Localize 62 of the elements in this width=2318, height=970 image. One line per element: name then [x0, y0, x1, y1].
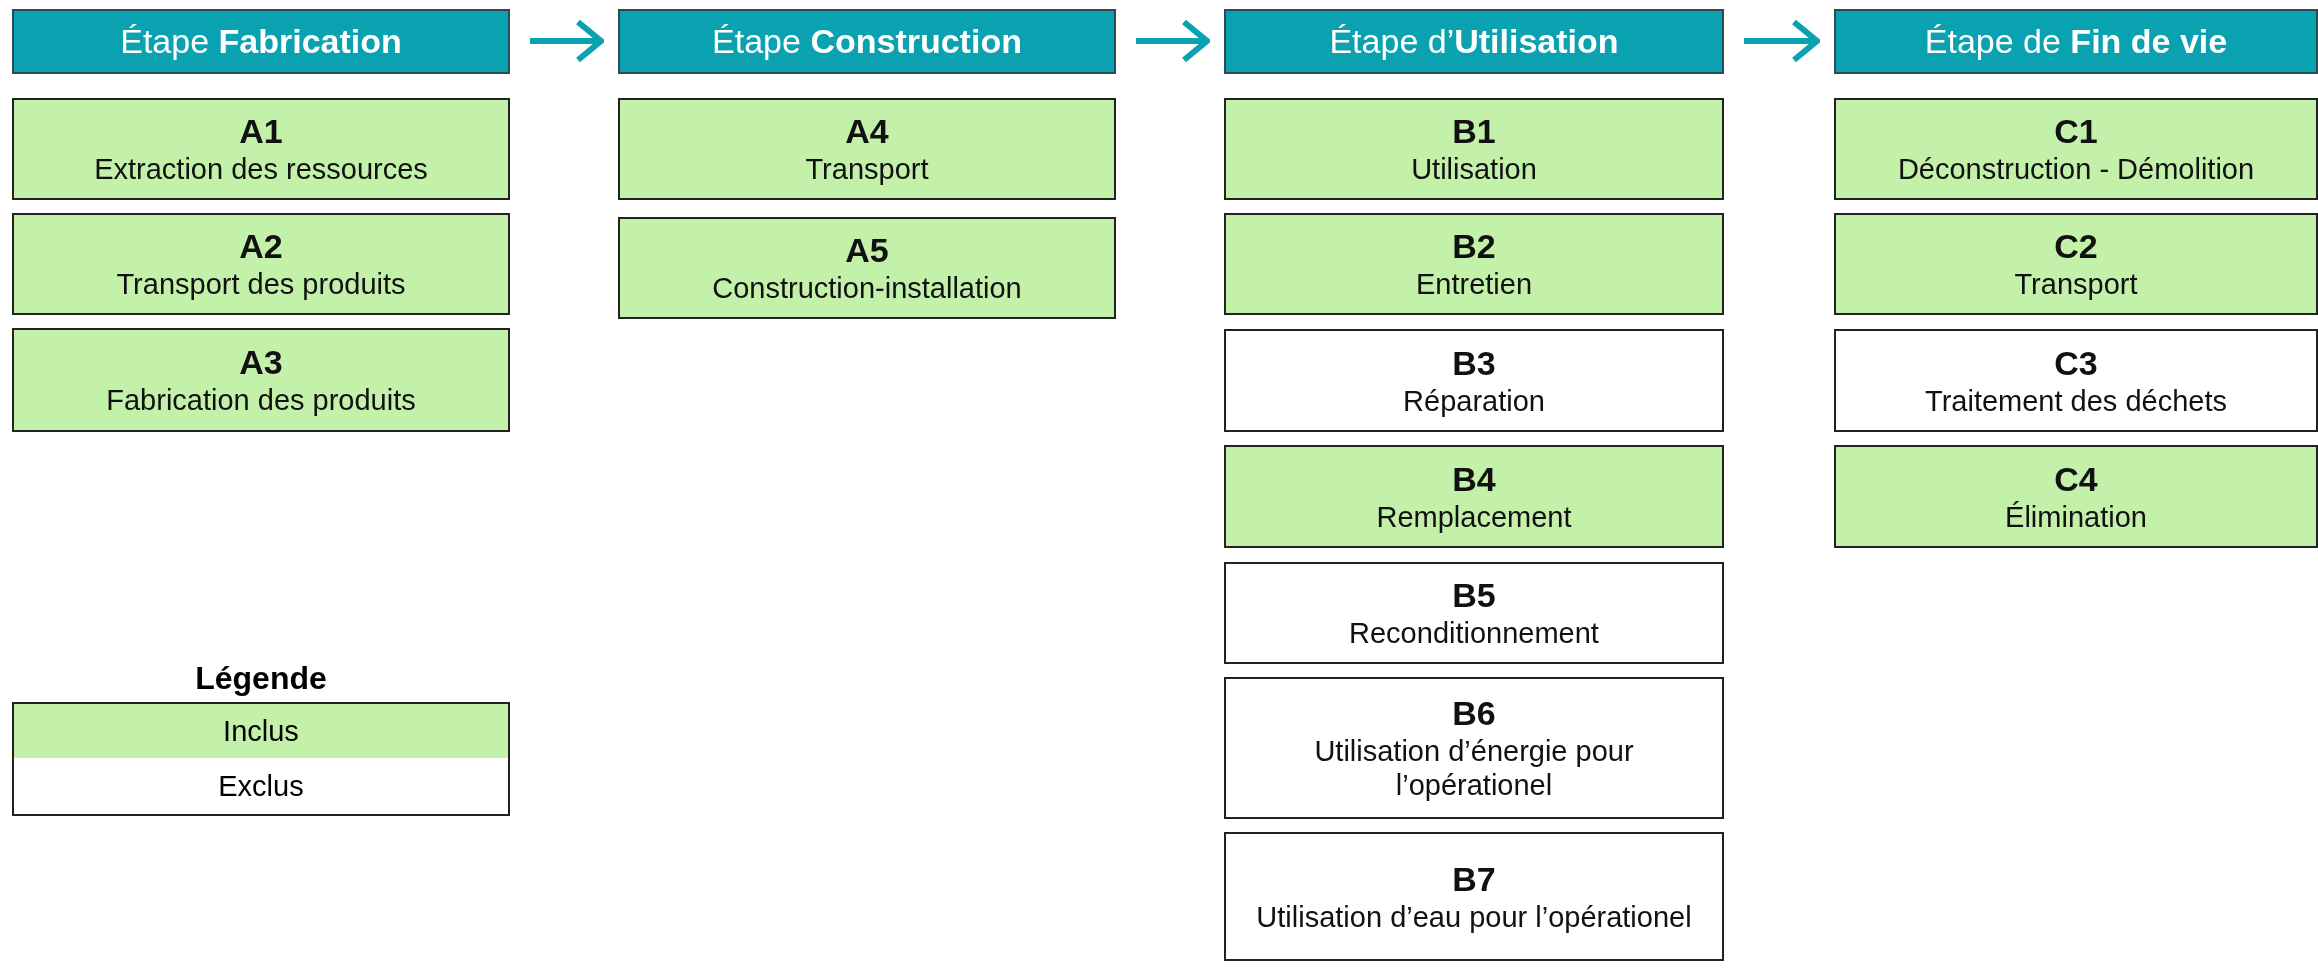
module-name: Entretien: [1415, 267, 1533, 302]
module-name: Transport: [805, 152, 929, 187]
module-name: Utilisation d’énergie pour l’opérationel: [1313, 733, 1635, 804]
module-code: A2: [239, 226, 283, 267]
module-box: [1224, 98, 1724, 200]
arrow: [1136, 19, 1210, 63]
module-name: Reconditionnement: [1349, 616, 1599, 651]
stage-header: [1834, 9, 2318, 74]
module-box: [618, 98, 1116, 200]
module-name: Élimination: [2005, 499, 2147, 535]
stage-header: [12, 9, 510, 74]
module-name: Réparation: [1403, 383, 1545, 419]
legend-item: Inclus: [12, 702, 510, 760]
module-box: [1224, 445, 1724, 548]
stage-header: [1224, 9, 1724, 74]
module-box: [1834, 445, 2318, 548]
module-box: [12, 328, 510, 432]
module-name: Traitement des déchets: [1925, 383, 2227, 419]
module-code: B7: [1452, 858, 1496, 900]
stage-title: Étape Construction: [712, 22, 1022, 61]
module-box: [1834, 329, 2318, 432]
module-code: B2: [1452, 226, 1496, 267]
module-box: [1224, 562, 1724, 664]
module-box: [1224, 329, 1724, 432]
module-box: [1224, 832, 1724, 961]
module-box: [1834, 98, 2318, 200]
module-code: C3: [2054, 342, 2098, 384]
module-name: Transport des produits: [116, 267, 406, 302]
legend-title: Légende: [194, 660, 328, 697]
module-name: Extraction des ressources: [94, 152, 428, 187]
stage-title: Étape Fabrication: [120, 22, 402, 61]
module-name: Utilisation d’eau pour l’opérationel: [1256, 899, 1692, 935]
module-name: Construction-installation: [712, 271, 1022, 306]
module-code: B5: [1452, 575, 1496, 616]
module-code: A3: [239, 342, 283, 383]
arrow: [1744, 19, 1820, 63]
module-code: A4: [845, 111, 889, 152]
module-code: B6: [1452, 692, 1496, 734]
legend-item: Exclus: [12, 758, 510, 816]
stage-header: [618, 9, 1116, 74]
module-code: B1: [1452, 111, 1496, 152]
module-name: Transport: [2014, 267, 2138, 302]
module-code: B3: [1452, 342, 1496, 384]
module-box: [12, 213, 510, 315]
module-box: [1834, 213, 2318, 315]
module-box: [1224, 677, 1724, 819]
module-code: B4: [1452, 458, 1496, 500]
module-code: C2: [2054, 226, 2098, 267]
module-code: C4: [2054, 458, 2098, 500]
module-name: Fabrication des produits: [106, 383, 416, 418]
stage-title: Étape d’Utilisation: [1329, 22, 1619, 61]
stage-title: Étape de Fin de vie: [1924, 22, 2228, 61]
module-box: [1224, 213, 1724, 315]
module-code: A5: [845, 230, 889, 271]
arrow: [530, 19, 604, 63]
module-code: C1: [2054, 111, 2098, 152]
module-box: [618, 217, 1116, 319]
module-name: Déconstruction - Démolition: [1897, 152, 2255, 187]
module-box: [12, 98, 510, 200]
module-code: A1: [239, 111, 283, 152]
module-name: Utilisation: [1411, 152, 1537, 187]
module-name: Remplacement: [1376, 499, 1572, 535]
